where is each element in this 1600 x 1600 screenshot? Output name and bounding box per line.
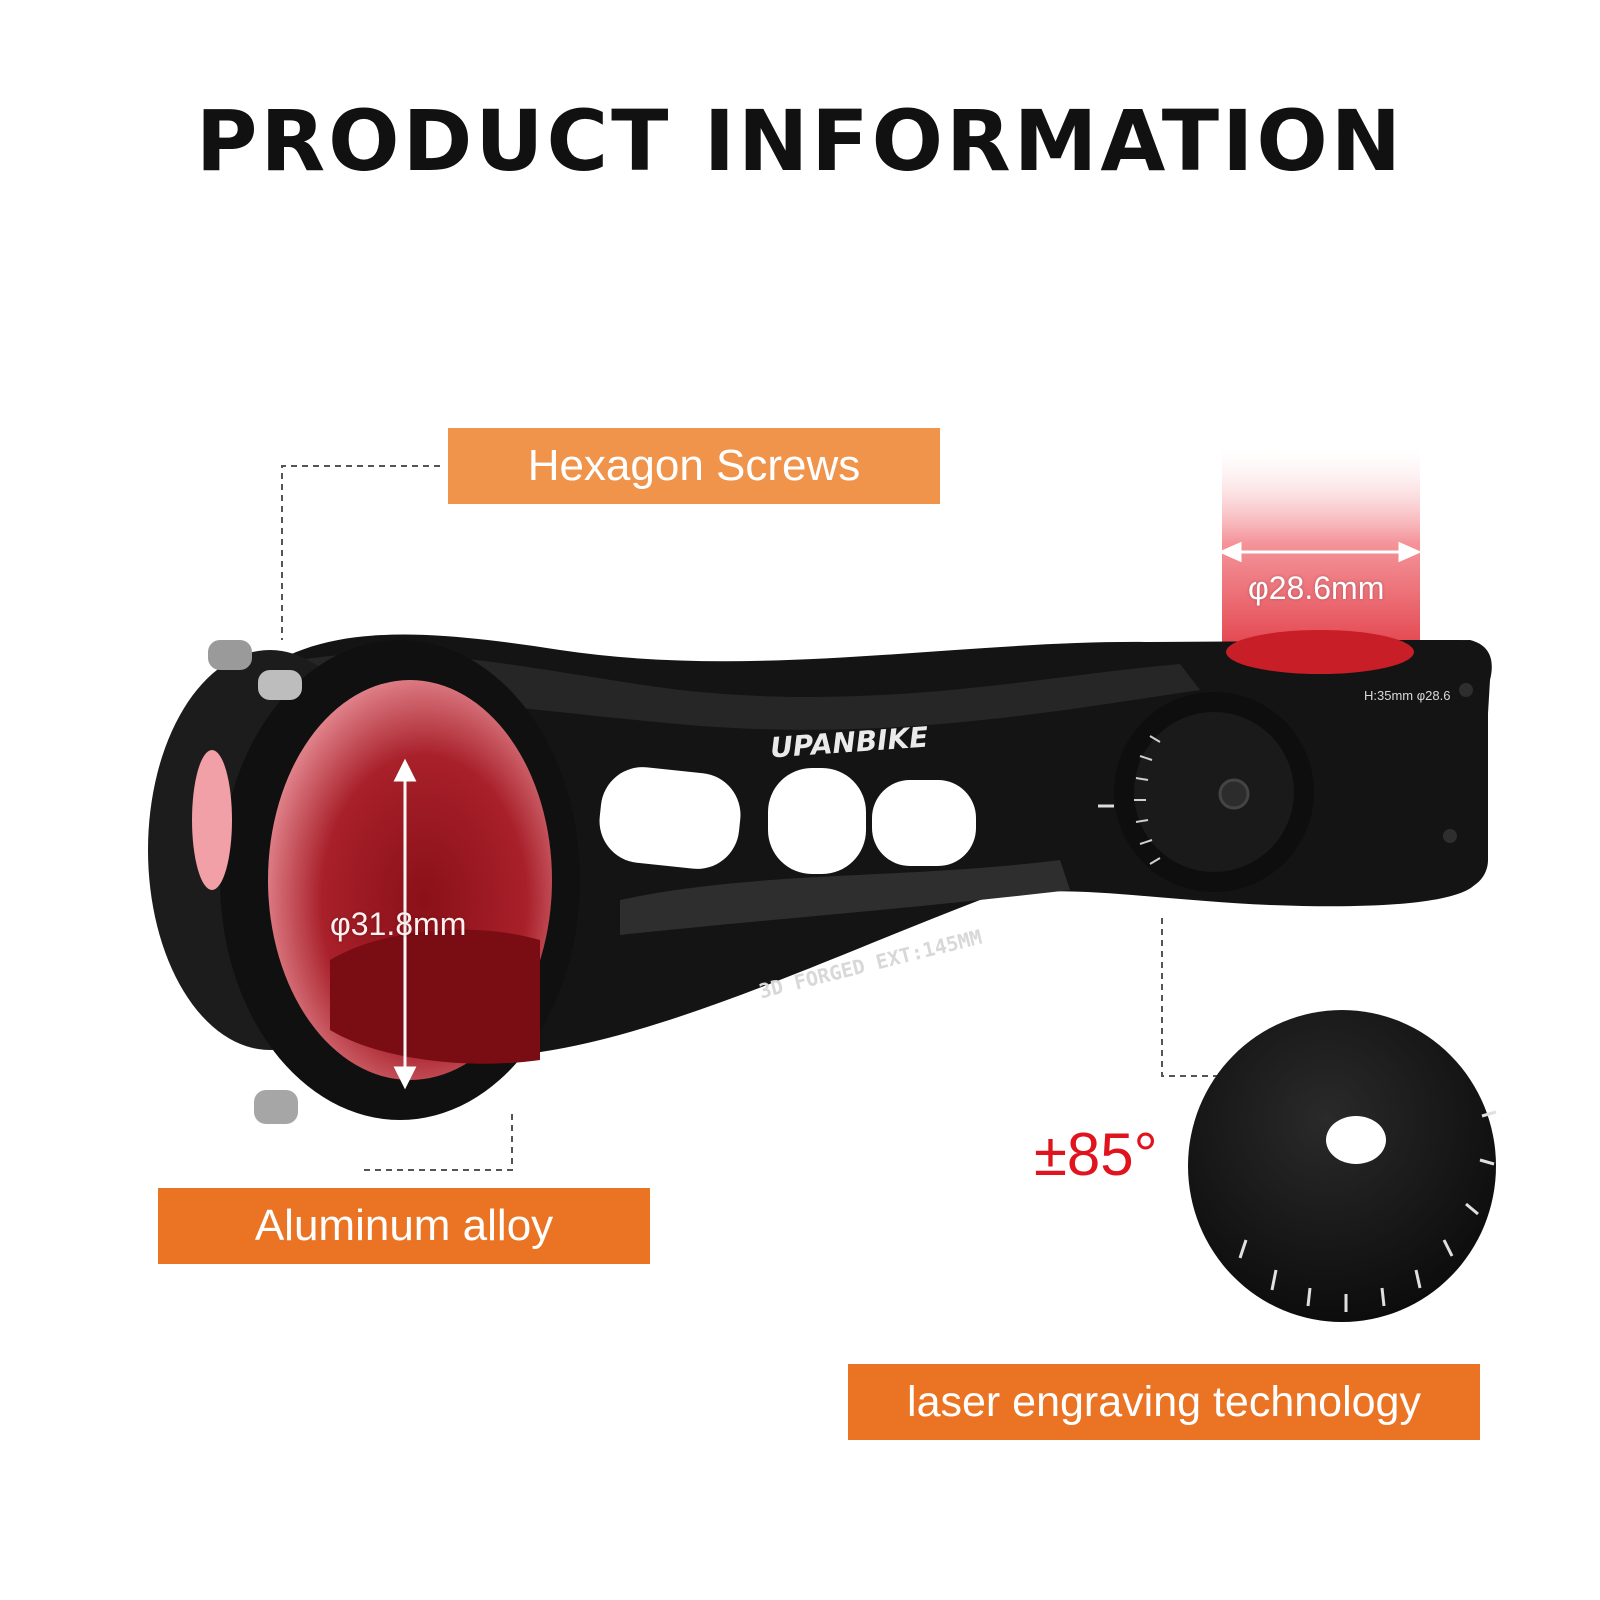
screw-bottom — [254, 1090, 298, 1124]
angle-dial-face — [1134, 712, 1294, 872]
leader-lines — [281, 465, 1222, 1171]
stem-top-face — [300, 653, 1200, 730]
left-bore-hint — [192, 750, 232, 890]
handlebar-diameter: φ31.8mm — [330, 906, 467, 942]
adjust-angle: ±85° — [1034, 1121, 1158, 1188]
hexagon-screws-label: Hexagon Screws — [448, 428, 940, 504]
leader-hexagon — [281, 465, 440, 640]
dimension-arrows — [393, 541, 1422, 1090]
bore-inner-shadow — [330, 929, 540, 1064]
steerer-bolt-hole-1 — [1459, 683, 1473, 697]
page-title: PRODUCT INFORMATION — [195, 92, 1405, 190]
screw-top-1 — [208, 640, 252, 670]
stem-body — [148, 630, 1492, 1124]
leader-aluminum — [364, 1110, 513, 1171]
dial-cap-ticks — [1238, 1110, 1497, 1312]
spec-engraving: H:35mm φ28.6 — [1364, 688, 1451, 703]
leader-laser — [1161, 918, 1222, 1077]
arm-slot — [620, 860, 1070, 935]
dial-cap — [1188, 1010, 1496, 1322]
aluminum-alloy-label: Aluminum alloy — [158, 1188, 650, 1264]
steerer-bolt-hole-2 — [1443, 829, 1457, 843]
arm-hole-2 — [768, 768, 866, 874]
steerer-bore — [1226, 630, 1414, 674]
arm-hole-3 — [872, 780, 976, 866]
laser-engraving-label: laser engraving technology — [848, 1364, 1480, 1440]
handlebar-clamp — [148, 640, 580, 1124]
dial-cap-hole — [1326, 1116, 1386, 1164]
dial-ticks — [1134, 735, 1161, 865]
hexagon-screws — [208, 640, 302, 1124]
dial-cap-detail — [1188, 1010, 1497, 1322]
angle-dial-bolt — [1218, 778, 1250, 810]
steerer-diameter: φ28.6mm — [1248, 570, 1385, 606]
screw-top-2 — [258, 670, 302, 700]
arm-hole-1 — [599, 767, 741, 869]
